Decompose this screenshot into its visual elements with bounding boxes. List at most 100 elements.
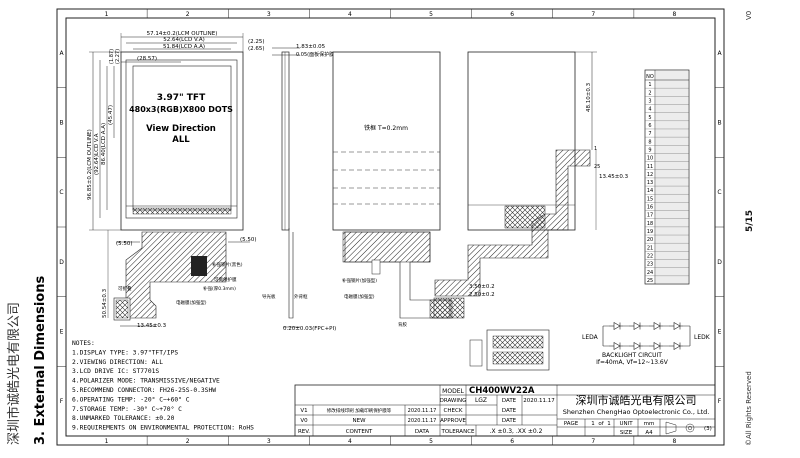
pin-number: 9 xyxy=(648,147,651,153)
column-mark-bottom: 5 xyxy=(429,438,433,445)
column-mark-top: 1 xyxy=(105,11,109,18)
row-mark-left: E xyxy=(60,329,64,336)
row-mark-left: B xyxy=(59,120,63,127)
size-value: A4 xyxy=(645,430,653,436)
pin-number: 19 xyxy=(647,229,653,235)
pin-number: 5 xyxy=(648,115,651,121)
back-label-adhesive: 背胶 xyxy=(398,321,407,328)
approve-label: APPROVE xyxy=(440,418,466,424)
unit-value: mm xyxy=(644,421,655,427)
of-label: of xyxy=(598,421,604,427)
row-mark-right: B xyxy=(717,120,721,127)
dim-outline-height: 96.85±0.2(LCM OUTLINE) xyxy=(87,129,93,200)
content-header: CONTENT xyxy=(346,429,373,435)
tolerance-label: TOLERANCE xyxy=(440,429,475,435)
backlight-circuit: LEDA LEDK BACKLIGHT CIRCUIT If=40mA, Vf=… xyxy=(582,321,711,366)
of-value: 1 xyxy=(607,421,611,427)
row-mark-right: C xyxy=(717,189,721,196)
note-line: 1.DISPLAY TYPE: 3.97"TFT/IPS xyxy=(72,349,178,356)
rev-2-content: NEW xyxy=(352,418,366,424)
rev-1-id: V1 xyxy=(300,408,307,414)
note-line: 8.UNMARKED TOLERANCE: ±0.20 xyxy=(72,415,175,422)
unit-label: UNIT xyxy=(619,421,633,427)
pin-number: 14 xyxy=(647,188,653,194)
pin-table: NO 1234567891011121314151617181920212223… xyxy=(644,69,690,285)
dim-2-50: 2.50±0.2 xyxy=(469,292,495,298)
pin-number: 7 xyxy=(648,131,651,137)
dim-45-47: (45.47) xyxy=(108,105,114,125)
rev-1-content: 修改排线印刷 加载印刷保护膜等 xyxy=(327,407,392,414)
dim-aa-width: 51.84(LCD A.A) xyxy=(163,44,205,50)
dim-0-05: 0.05(面板保护膜) xyxy=(296,51,336,58)
row-mark-right: F xyxy=(718,398,722,405)
column-mark-top: 7 xyxy=(591,11,595,18)
fpc-note-5: 电磁膜(加强型) xyxy=(176,299,207,306)
note-line: 5.RECOMMEND CONNECTOR: FH26-25S-0.3SHW xyxy=(72,387,216,394)
pin-number: 2 xyxy=(648,90,651,96)
row-mark-left: A xyxy=(59,50,64,57)
pin-number: 21 xyxy=(647,245,653,251)
pin-table-blurred xyxy=(656,71,688,283)
dim-aa-height: 86.40(LCD A.A) xyxy=(101,123,107,165)
iron-frame xyxy=(332,51,441,231)
row-mark-left: C xyxy=(59,189,63,196)
page-label: PAGE xyxy=(564,421,579,427)
fpc-note-2: 可撕保护膜 xyxy=(214,276,237,283)
pin-number: 10 xyxy=(647,156,653,162)
note-line: 6.OPERATING TEMP: -20° C~+60° C xyxy=(72,395,190,403)
page-value: 1 xyxy=(591,421,595,427)
fpc-tail-right xyxy=(434,149,591,297)
note-line: 3.LCD DRIVE IC: ST7701S xyxy=(72,368,159,375)
pin-1-label: 1 xyxy=(594,146,597,152)
pin-number: 6 xyxy=(648,123,651,129)
dim-28-57: (28.57) xyxy=(137,56,157,62)
column-mark-top: 5 xyxy=(429,11,433,18)
drawing-date-label: DATE xyxy=(502,398,517,404)
company-vertical-text: 深圳市诚皓光电有限公司 xyxy=(6,302,22,445)
dim-3-50: 3.50±0.2 xyxy=(469,284,495,290)
side-view: 1.83±0.05 0.05(面板保护膜) 导光板 外背框 0.20±0.03(… xyxy=(262,44,336,332)
column-mark-bottom: 4 xyxy=(348,438,352,445)
row-mark-left: F xyxy=(60,398,64,405)
column-mark-bottom: 3 xyxy=(267,438,271,445)
column-mark-top: 6 xyxy=(510,11,514,18)
dim-1-83: 1.83±0.05 xyxy=(296,44,326,50)
check-date-label: DATE xyxy=(502,408,517,414)
panel-title-2: 480x3(RGB)X800 DOTS xyxy=(129,105,233,114)
leda-label: LEDA xyxy=(582,334,599,341)
pin-number: 12 xyxy=(647,172,653,178)
dim-50-54: 50.54±0.3 xyxy=(102,288,108,318)
pin-number: 11 xyxy=(647,164,653,170)
column-mark-bottom: 2 xyxy=(186,438,190,445)
row-mark-right: E xyxy=(718,329,722,336)
pin-table-header: NO xyxy=(646,74,654,80)
column-mark-bottom: 6 xyxy=(510,438,514,445)
right-view: 1 25 48.10±0.3 13.45±0.3 3.50±0.2 2.50±0… xyxy=(433,51,629,319)
page-number: 5/15 xyxy=(745,210,755,232)
row-mark-right: D xyxy=(717,259,722,266)
dim-5-50-right: (5.50) xyxy=(240,237,257,243)
dim-outline-width: 57.14±0.2(LCM OUTLINE) xyxy=(147,31,218,37)
rev-2-id: V0 xyxy=(300,418,308,424)
front-view: 3.97" TFT 480x3(RGB)X800 DOTS View Direc… xyxy=(87,31,265,329)
back-label-emi: 电磁膜(加强型) xyxy=(344,293,375,300)
pin-number: 3 xyxy=(648,98,651,104)
right-side-labels: V0 5/15 ©All Rights Reserved xyxy=(745,11,755,446)
pin-number: 16 xyxy=(647,205,653,211)
column-mark-top: 4 xyxy=(348,11,352,18)
row-mark-left: D xyxy=(59,259,64,266)
panel-title-1: 3.97" TFT xyxy=(157,93,206,103)
pin-number: 8 xyxy=(648,139,651,145)
panel-title-4: ALL xyxy=(172,135,190,145)
backlight-spec: If=40mA, Vf=12~13.6V xyxy=(596,359,669,366)
column-mark-top: 3 xyxy=(267,11,271,18)
pin-number: 1 xyxy=(648,82,651,88)
ledk-label: LEDK xyxy=(694,334,711,341)
company-name-cn: 深圳市诚皓光电有限公司 xyxy=(576,393,697,407)
column-mark-top: 8 xyxy=(673,11,677,18)
back-view: 铁框 T=0.2mm 补强钢片(加强型) 电磁膜(加强型) 背胶 xyxy=(332,51,453,328)
title-block: MODEL CH400WV22A DRAWING LGZ DATE 2020.1… xyxy=(294,384,716,437)
